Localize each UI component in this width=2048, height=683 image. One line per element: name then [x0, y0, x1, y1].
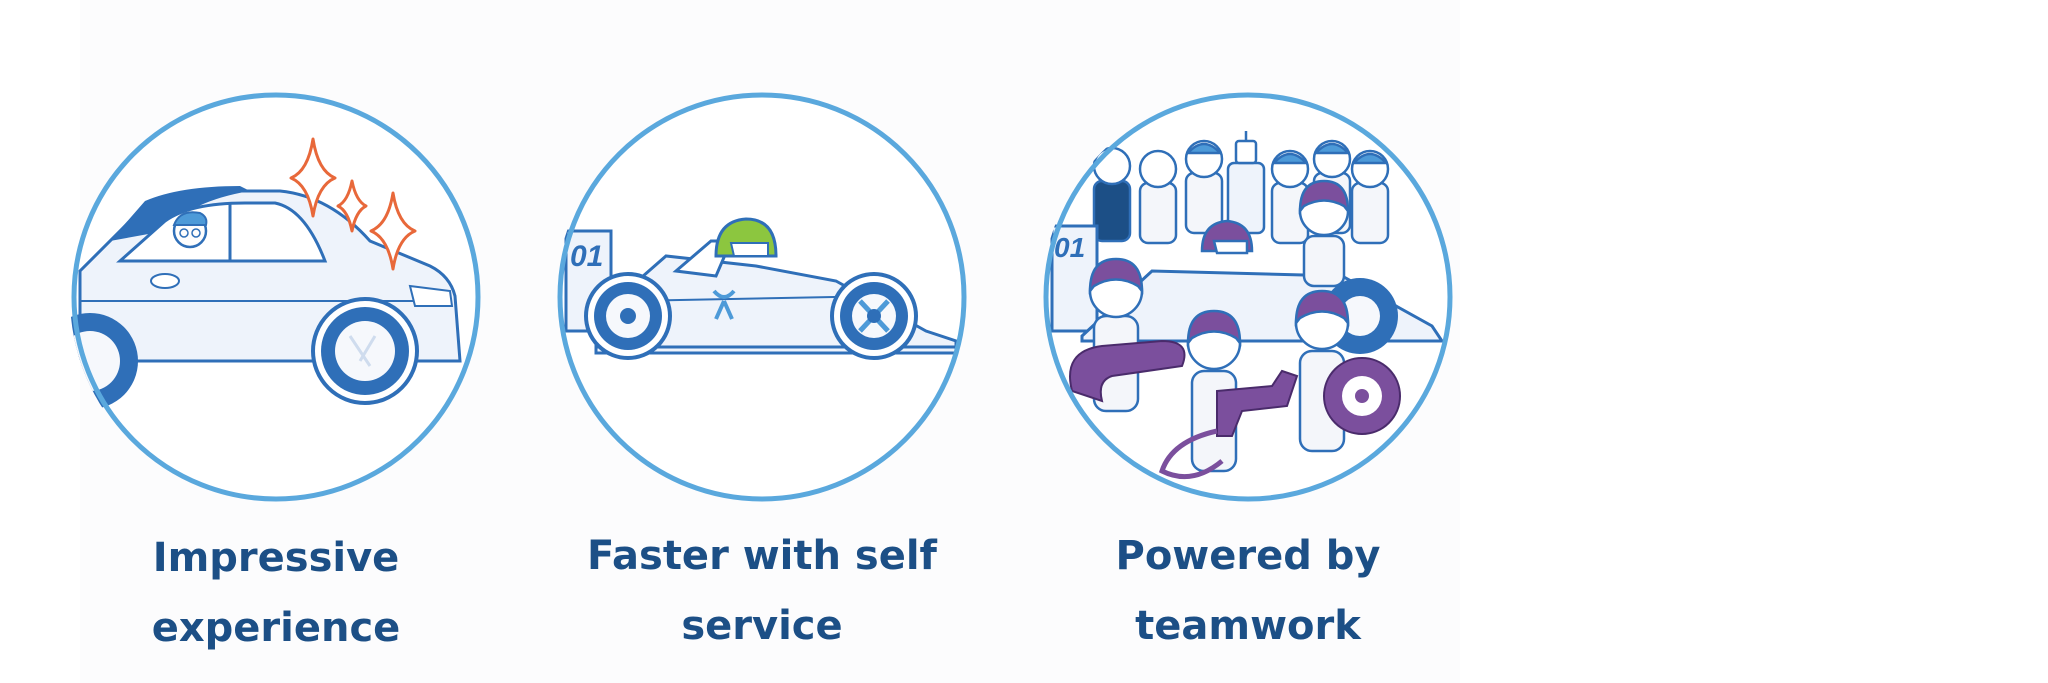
pit-crew-members-icon — [1088, 179, 1350, 473]
tire-icon — [1323, 357, 1401, 435]
car-illustration — [70, 91, 482, 503]
feature-caption: Impressive experience — [70, 523, 482, 663]
impact-drill-icon — [1158, 369, 1299, 480]
caption-line-1: Impressive — [152, 535, 400, 581]
team-logo-icon — [712, 289, 736, 320]
pit-crew-illustration: 01 — [1042, 91, 1454, 503]
caption-line-2: service — [681, 603, 843, 649]
car-number: 01 — [570, 240, 603, 273]
caption-line-2: experience — [151, 605, 401, 651]
feature-caption: Powered by teamwork — [1042, 521, 1454, 661]
wrench-icon — [1069, 339, 1186, 403]
feature-caption: Faster with self service — [556, 521, 968, 661]
caption-line-1: Powered by — [1115, 533, 1381, 579]
caption-line-1: Faster with self — [587, 533, 937, 579]
front-wheel-icon — [311, 297, 419, 405]
car-number: 01 — [1054, 232, 1085, 263]
sparkle-icon — [289, 137, 417, 271]
front-wheel-icon — [830, 272, 918, 360]
driver-helmet-icon — [714, 217, 778, 258]
caption-line-2: teamwork — [1135, 603, 1361, 649]
rear-wheel-icon — [584, 272, 672, 360]
race-car-illustration: 01 — [556, 91, 968, 503]
